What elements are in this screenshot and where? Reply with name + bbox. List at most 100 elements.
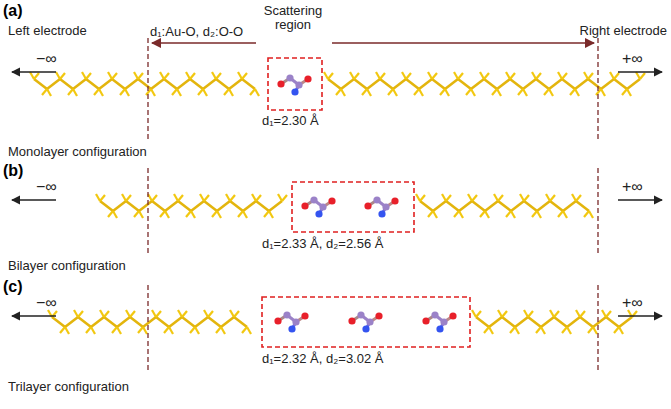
au-bond xyxy=(99,79,112,89)
annotation: Trilayer configuration xyxy=(8,380,129,394)
au-bond xyxy=(169,327,173,334)
au-bond xyxy=(619,327,623,334)
au-bond xyxy=(472,310,476,317)
atom xyxy=(286,74,293,81)
au-bond xyxy=(537,211,541,218)
au-bond xyxy=(198,89,203,95)
au-bond xyxy=(208,311,213,317)
au-bond xyxy=(445,89,449,96)
au-bond xyxy=(454,211,459,217)
au-bond xyxy=(562,327,567,333)
au-bond xyxy=(177,79,190,89)
au-bond xyxy=(497,89,501,96)
au-bond xyxy=(489,317,502,327)
au-bond xyxy=(610,72,614,79)
au-bond xyxy=(510,79,523,89)
annotation: Right electrode xyxy=(580,24,667,38)
au-bond xyxy=(432,73,437,79)
au-bond xyxy=(100,310,104,317)
au-bond xyxy=(554,311,559,317)
au-bond xyxy=(190,73,195,79)
electrode-boundary xyxy=(148,38,598,372)
au-bond xyxy=(510,327,515,333)
au-bond xyxy=(376,72,380,79)
au-bond xyxy=(177,89,181,96)
atom xyxy=(319,203,326,210)
au-bond xyxy=(497,79,510,89)
au-bond xyxy=(541,327,545,334)
au-bond xyxy=(138,73,143,79)
au-bond xyxy=(471,79,484,89)
au-bond xyxy=(104,317,117,327)
au-bond xyxy=(34,73,39,79)
au-bond xyxy=(96,194,100,201)
au-bond xyxy=(485,211,489,218)
au-bond xyxy=(432,79,445,89)
au-bond xyxy=(523,79,536,89)
au-bond xyxy=(134,211,139,217)
au-bond xyxy=(588,327,593,333)
au-bond xyxy=(186,211,191,217)
au-bond xyxy=(104,311,109,317)
au-bond xyxy=(164,327,169,333)
au-bond xyxy=(216,327,221,333)
au-bond xyxy=(204,195,209,201)
au-bond xyxy=(442,194,446,201)
region-arrow xyxy=(152,42,594,44)
au-bond xyxy=(130,317,143,327)
au-bond xyxy=(160,211,165,217)
au-bond xyxy=(221,317,234,327)
au-bond xyxy=(195,327,199,334)
au-bond xyxy=(614,79,627,89)
au-bond xyxy=(160,72,164,79)
au-bond xyxy=(191,201,204,211)
au-bond xyxy=(563,201,576,211)
atom xyxy=(348,317,355,324)
au-bond xyxy=(498,195,503,201)
gold-chain xyxy=(30,72,645,334)
au-bond xyxy=(112,327,117,333)
au-bond xyxy=(139,211,143,218)
atom xyxy=(304,75,311,82)
atom xyxy=(357,311,364,318)
au-bond xyxy=(86,79,99,89)
au-bond xyxy=(541,317,554,327)
au-bond xyxy=(494,194,498,201)
au-bond xyxy=(94,89,99,95)
au-bond xyxy=(380,79,393,89)
au-bond xyxy=(524,195,529,201)
au-bond xyxy=(100,201,113,211)
au-bond xyxy=(151,79,164,89)
au-bond xyxy=(472,201,485,211)
au-bond xyxy=(234,317,247,327)
au-bond xyxy=(112,73,117,79)
au-bond xyxy=(472,195,477,201)
au-bond xyxy=(640,73,645,79)
atom xyxy=(366,318,373,325)
au-bond xyxy=(117,317,130,327)
au-bond xyxy=(221,327,225,334)
au-bond xyxy=(212,211,217,217)
au-bond xyxy=(367,89,371,96)
au-bond xyxy=(619,317,632,327)
infinity-mark: +∞ xyxy=(622,178,643,196)
au-bond xyxy=(182,311,187,317)
atom xyxy=(277,80,284,87)
au-bond xyxy=(601,79,614,89)
au-bond xyxy=(614,73,619,79)
au-bond xyxy=(537,201,550,211)
au-bond xyxy=(203,89,207,96)
au-bond xyxy=(445,79,458,89)
au-bond xyxy=(60,327,65,333)
au-bond xyxy=(350,72,354,79)
au-bond xyxy=(588,73,593,79)
au-bond xyxy=(523,89,527,96)
au-bond xyxy=(602,310,606,317)
au-bond xyxy=(256,195,261,201)
au-bond xyxy=(520,194,524,201)
au-bond xyxy=(515,327,519,334)
au-bond xyxy=(511,201,524,211)
atom xyxy=(362,325,369,332)
au-bond xyxy=(459,201,472,211)
au-bond xyxy=(91,317,104,327)
